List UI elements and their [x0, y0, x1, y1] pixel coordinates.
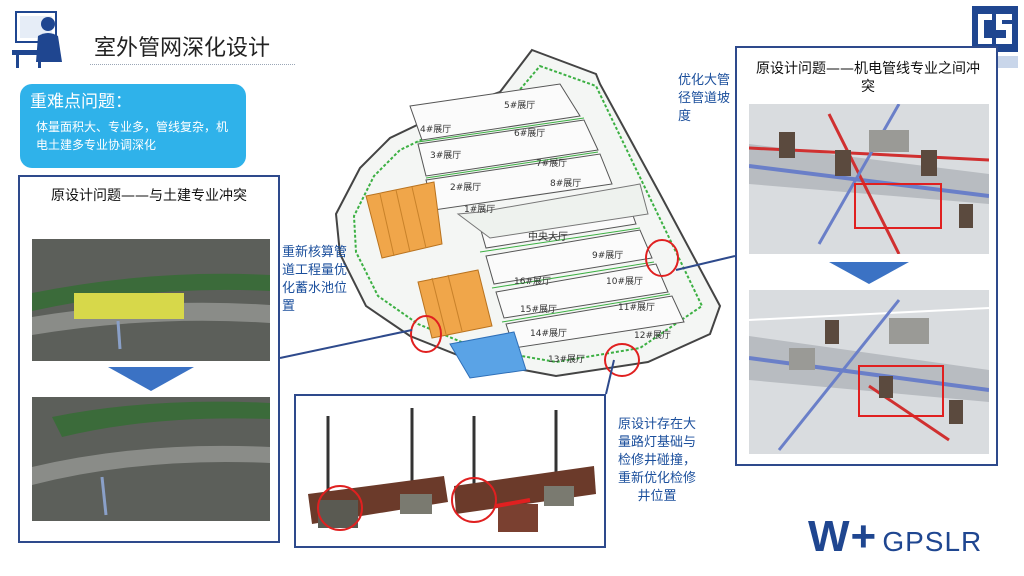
- difficulty-heading: 重难点问题：: [30, 92, 132, 112]
- hall-label: 7#展厅: [536, 158, 567, 169]
- hall-label: 中央大厅: [528, 230, 568, 243]
- pipe-slope-note: 优化大管径管道坡度: [678, 73, 731, 124]
- down-arrow-icon: [829, 262, 909, 284]
- hall-label: 2#展厅: [450, 182, 481, 193]
- hall-label: 4#展厅: [420, 124, 451, 135]
- hall-label: 15#展厅: [520, 304, 557, 315]
- down-arrow-icon: [108, 367, 194, 391]
- mep-after-render: [749, 290, 989, 454]
- difficulty-body: 体量面积大、专业多，管线复杂，机电土建多专业协调深化: [36, 120, 229, 152]
- hall-label: 9#展厅: [592, 250, 623, 261]
- mep-clash-panel: 原设计问题——机电管线专业之间冲突: [735, 46, 998, 466]
- clash-before-render: [32, 239, 270, 361]
- civil-clash-caption: 原设计问题——与土建专业冲突: [51, 188, 247, 204]
- site-plan: 5#展厅 4#展厅 6#展厅 3#展厅 7#展厅 2#展厅 8#展厅 1#展厅 …: [334, 48, 722, 379]
- lamp-clash-render: [304, 402, 598, 542]
- clash-marker: [317, 485, 363, 531]
- lamp-clash-panel: [294, 394, 606, 548]
- pool-recalc-note: 重新核算管道工程量优化蓄水池位置: [282, 245, 348, 314]
- difficulty-card: 重难点问题： 体量面积大、专业多，管线复杂，机电土建多专业协调深化: [20, 84, 246, 168]
- page-title: 室外管网深化设计: [94, 36, 271, 61]
- clash-marker: [604, 343, 640, 377]
- brand-mark-w: W+: [808, 512, 878, 561]
- clash-after-render: [32, 397, 270, 521]
- hall-label: 14#展厅: [530, 328, 567, 339]
- clash-marker: [451, 477, 497, 523]
- hall-label: 1#展厅: [464, 204, 495, 215]
- clash-marker: [645, 239, 679, 277]
- hall-label: 6#展厅: [514, 128, 545, 139]
- mep-before-render: [749, 104, 989, 254]
- hall-label: 16#展厅: [514, 276, 551, 287]
- hall-label: 3#展厅: [430, 150, 461, 161]
- hall-label: 10#展厅: [606, 276, 643, 287]
- clash-marker: [410, 315, 442, 353]
- hall-label: 5#展厅: [504, 100, 535, 111]
- mep-clash-caption: 原设计问题——机电管线专业之间冲突: [756, 61, 980, 95]
- person-at-desk-icon: [12, 11, 62, 68]
- civil-clash-panel: 原设计问题——与土建专业冲突: [18, 175, 280, 543]
- hall-label: 11#展厅: [618, 302, 655, 313]
- hall-label: 8#展厅: [550, 178, 581, 189]
- hall-label: 12#展厅: [634, 330, 671, 341]
- lamp-clash-note: 原设计存在大量路灯基础与检修井碰撞，重新优化检修井位置: [617, 417, 696, 504]
- title-underline: [90, 64, 295, 65]
- hall-label: 13#展厅: [548, 354, 585, 365]
- brand-text: GPSLR: [882, 526, 983, 557]
- brand-mark: W+ GPSLR: [808, 512, 982, 562]
